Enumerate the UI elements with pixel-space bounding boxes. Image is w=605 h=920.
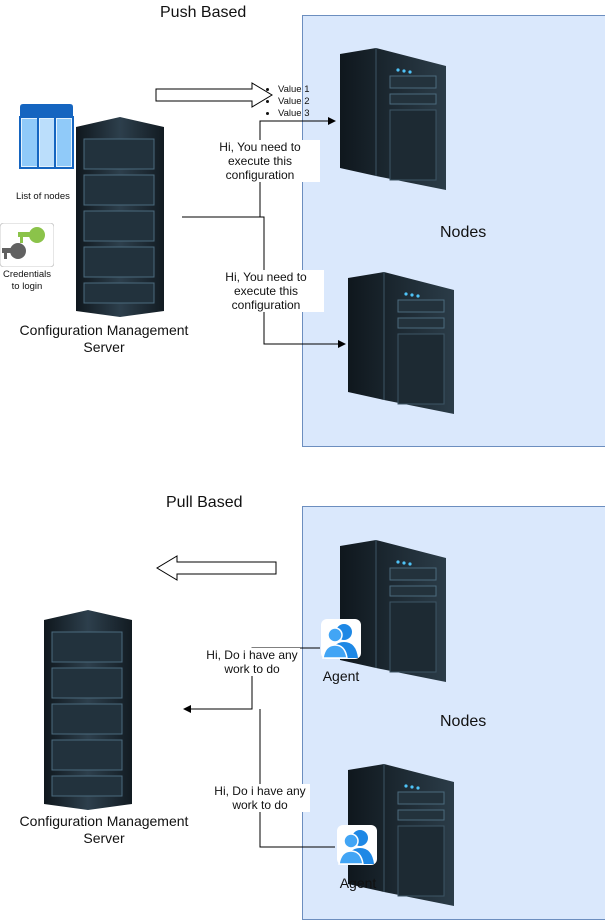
list-of-nodes-icon [19,104,74,169]
pull-title: Pull Based [166,494,243,511]
push-direction-arrow [155,82,273,108]
agent-label-1: Agent [322,668,360,684]
values-list: Value 1 Value 2 Value 3 [264,84,310,120]
pull-node-server-2 [348,764,454,906]
pull-direction-arrow [156,555,277,581]
value-item: Value 1 [278,84,310,96]
agent-icon [337,825,377,865]
push-server-label: Configuration Management Server [19,322,189,355]
pull-message-1: Hi, Do i have any work to do [204,648,300,676]
pull-server-rack-icon [44,610,132,810]
value-item: Value 3 [278,108,310,120]
pull-message-2: Hi, Do i have any work to do [210,784,310,812]
credentials-key-icon [0,223,54,267]
push-message-2: Hi, You need to execute this configurati… [208,270,324,312]
push-server-rack-icon [76,117,164,317]
value-item: Value 2 [278,96,310,108]
agent-label-2: Agent [339,875,377,891]
pull-nodes-label: Nodes [440,713,487,730]
pull-connector-2 [259,709,335,848]
pull-server-label: Configuration Management Server [19,813,189,846]
push-nodes-label: Nodes [440,224,487,241]
credentials-label: Credentials to login [2,269,52,292]
list-of-nodes-label: List of nodes [16,191,70,202]
push-message-1: Hi, You need to execute this configurati… [200,140,320,182]
push-title: Push Based [160,4,247,21]
agent-icon [321,619,361,659]
pull-node-server-1 [340,540,446,682]
push-node-server-1 [340,48,446,190]
push-node-server-2 [348,272,454,414]
